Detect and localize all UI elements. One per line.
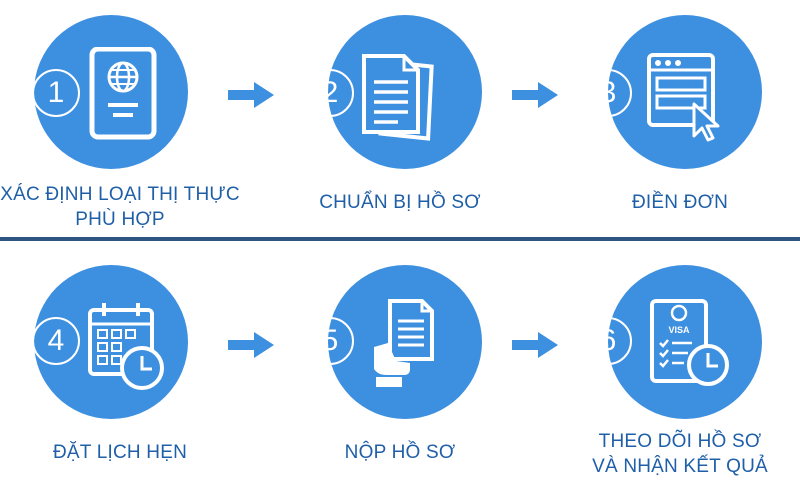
step-1-label: XÁC ĐỊNH LOẠI THỊ THỰC PHÙ HỢP [0,182,240,232]
step-4: 4 ĐẶT LỊCH HẸN [0,245,240,500]
calendar-clock-icon [88,303,164,390]
passport-icon [89,47,157,140]
step-6: 6 VISA THEO DÕI HỒ SƠ VÀ NHẬN KẾT QUẢ [560,245,800,500]
step-6-label: THEO DÕI HỒ SƠ VÀ NHẬN KẾT QUẢ [560,429,800,479]
visa-document-clock-icon: VISA [650,299,729,386]
step-5-label: NỘP HỒ SƠ [280,440,520,465]
step-2: 2 CHUẨN BỊ HỒ SƠ [280,0,520,235]
step-2-label-line1: CHUẨN BỊ HỒ SƠ [319,192,481,213]
step-6-label-line1: THEO DÕI HỒ SƠ [598,431,762,452]
step-1-label-line2: PHÙ HỢP [75,209,165,230]
step-5: 5 NỘP HỒ SƠ [280,245,520,500]
visa-text: VISA [668,325,690,335]
arrow-right-icon [228,332,274,358]
step-4-number: 4 [32,317,80,365]
step-3-label-line1: ĐIỀN ĐƠN [631,192,728,213]
step-2-label: CHUẨN BỊ HỒ SƠ [280,190,520,215]
documents-icon [362,54,434,141]
step-6-label-line2: VÀ NHẬN KẾT QUẢ [592,456,768,477]
step-2-number: 2 [306,69,354,117]
step-5-label-line1: NỘP HỒ SƠ [344,442,456,463]
row-divider [0,237,800,241]
step-4-label: ĐẶT LỊCH HẸN [0,440,240,465]
step-6-number: 6 [584,317,632,365]
arrow-right-icon [228,82,274,108]
arrow-right-icon [512,332,558,358]
step-1-label-line1: XÁC ĐỊNH LOẠI THỊ THỰC [0,184,240,205]
step-1: 1 XÁC ĐỊNH LOẠI THỊ THỰC PHÙ HỢP [0,0,240,235]
step-3: 3 ĐIỀN ĐƠN [560,0,800,235]
browser-form-icon [647,53,720,142]
step-1-number: 1 [32,69,80,117]
step-3-circle [608,15,762,169]
arrow-right-icon [512,82,558,108]
step-3-label: ĐIỀN ĐƠN [560,190,800,215]
step-4-label-line1: ĐẶT LỊCH HẸN [52,442,188,463]
step-3-number: 3 [584,69,632,117]
hand-document-icon [374,299,434,387]
step-5-number: 5 [306,317,354,365]
